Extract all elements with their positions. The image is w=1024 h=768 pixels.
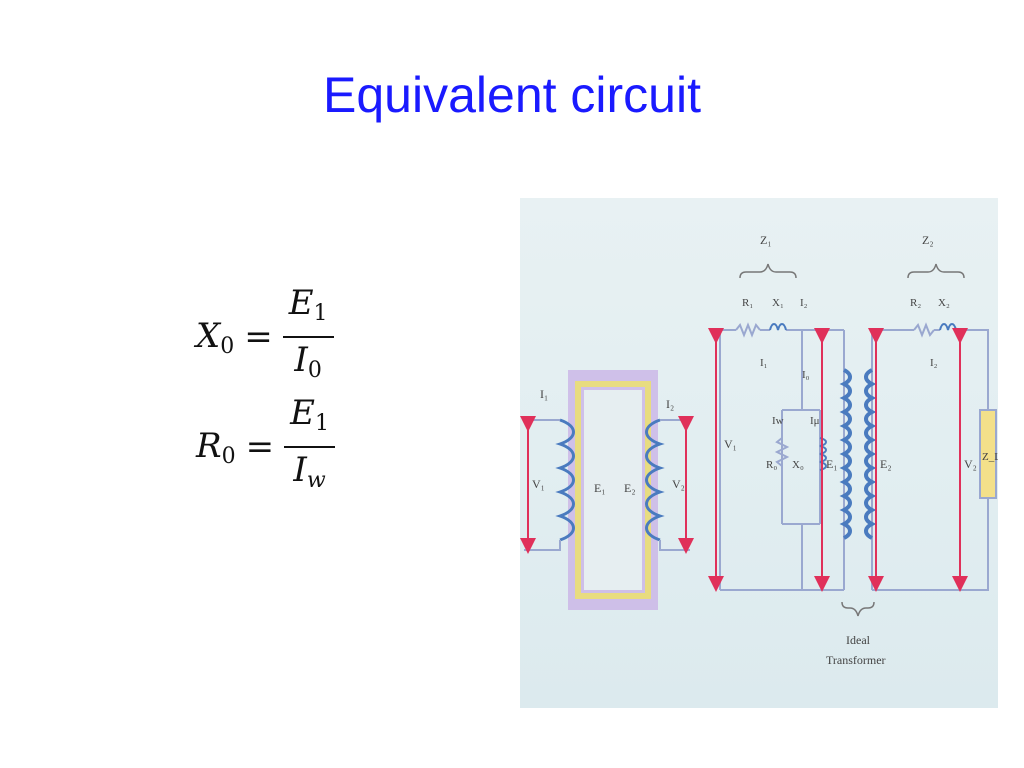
z1-brace [739, 263, 797, 279]
label-z1: Z₁ [760, 233, 772, 247]
label-v2-eq: V₂ [964, 457, 977, 471]
label-i1-prime: I₁ [760, 357, 768, 369]
label-i2-secondary: I₂ [930, 357, 938, 369]
z2-brace [907, 263, 965, 279]
label-i0: I₀ [802, 369, 810, 381]
label-ideal: Ideal [846, 633, 871, 647]
numerator: E1 [290, 393, 329, 436]
label-i2: I₂ [666, 397, 674, 411]
label-e1-eq: E₁ [826, 457, 838, 471]
label-e2: E₂ [624, 481, 636, 495]
denominator: Iw [293, 450, 326, 493]
label-x2: X₂ [938, 297, 950, 309]
label-i1: I₁ [540, 387, 548, 401]
ideal-transformer-coils [839, 368, 877, 540]
label-zl: Z_L [982, 451, 998, 463]
slide-title: Equivalent circuit [323, 67, 701, 123]
voltage-arrows [708, 328, 968, 592]
ideal-brace [841, 601, 875, 617]
r0-resistor [774, 437, 790, 467]
circuit-diagram: V₁ V₂ E₁ E₂ I₁ I₂ [520, 233, 998, 667]
label-x0: X₀ [792, 459, 804, 471]
label-iw: Iw [772, 415, 784, 427]
label-i2-prime: I₂ [800, 297, 808, 309]
numerator: E1 [288, 283, 328, 326]
label-r2: R₂ [910, 297, 921, 309]
label-i-mu: Iμ [810, 415, 820, 427]
equivalent-circuit-figure: V₁ V₂ E₁ E₂ I₁ I₂ [520, 198, 998, 708]
core-window [584, 390, 642, 590]
fraction: E1 Iw [284, 391, 335, 503]
secondary-coil [645, 418, 665, 542]
formula-block: X0 = E1 I0 R0 = E1 Iw [196, 282, 335, 502]
load-impedance [979, 409, 997, 499]
formula-lhs: X0 [196, 315, 235, 359]
label-transformer: Transformer [826, 653, 886, 667]
equals-sign: = [244, 317, 273, 357]
label-v2: V₂ [672, 477, 685, 491]
formula-r0: R0 = E1 Iw [196, 392, 335, 502]
label-v1: V₁ [532, 477, 545, 491]
label-e1: E₁ [594, 481, 606, 495]
core-window-outline [575, 381, 651, 599]
primary-coil [555, 418, 575, 542]
fraction-bar [284, 446, 335, 448]
label-v1-eq: V₁ [724, 437, 737, 451]
formula-lhs: R0 [196, 425, 236, 469]
label-x1: X₁ [772, 297, 784, 309]
label-e2-eq: E₂ [880, 457, 892, 471]
fraction-bar [282, 336, 334, 338]
label-r1: R₁ [742, 297, 753, 309]
label-r0: R₀ [766, 459, 777, 471]
fraction: E1 I0 [282, 281, 334, 393]
formula-x0: X0 = E1 I0 [196, 282, 335, 392]
equals-sign: = [245, 427, 275, 467]
series-reactance-coils [769, 323, 957, 331]
label-z2: Z₂ [922, 233, 934, 247]
denominator: I0 [294, 340, 322, 383]
